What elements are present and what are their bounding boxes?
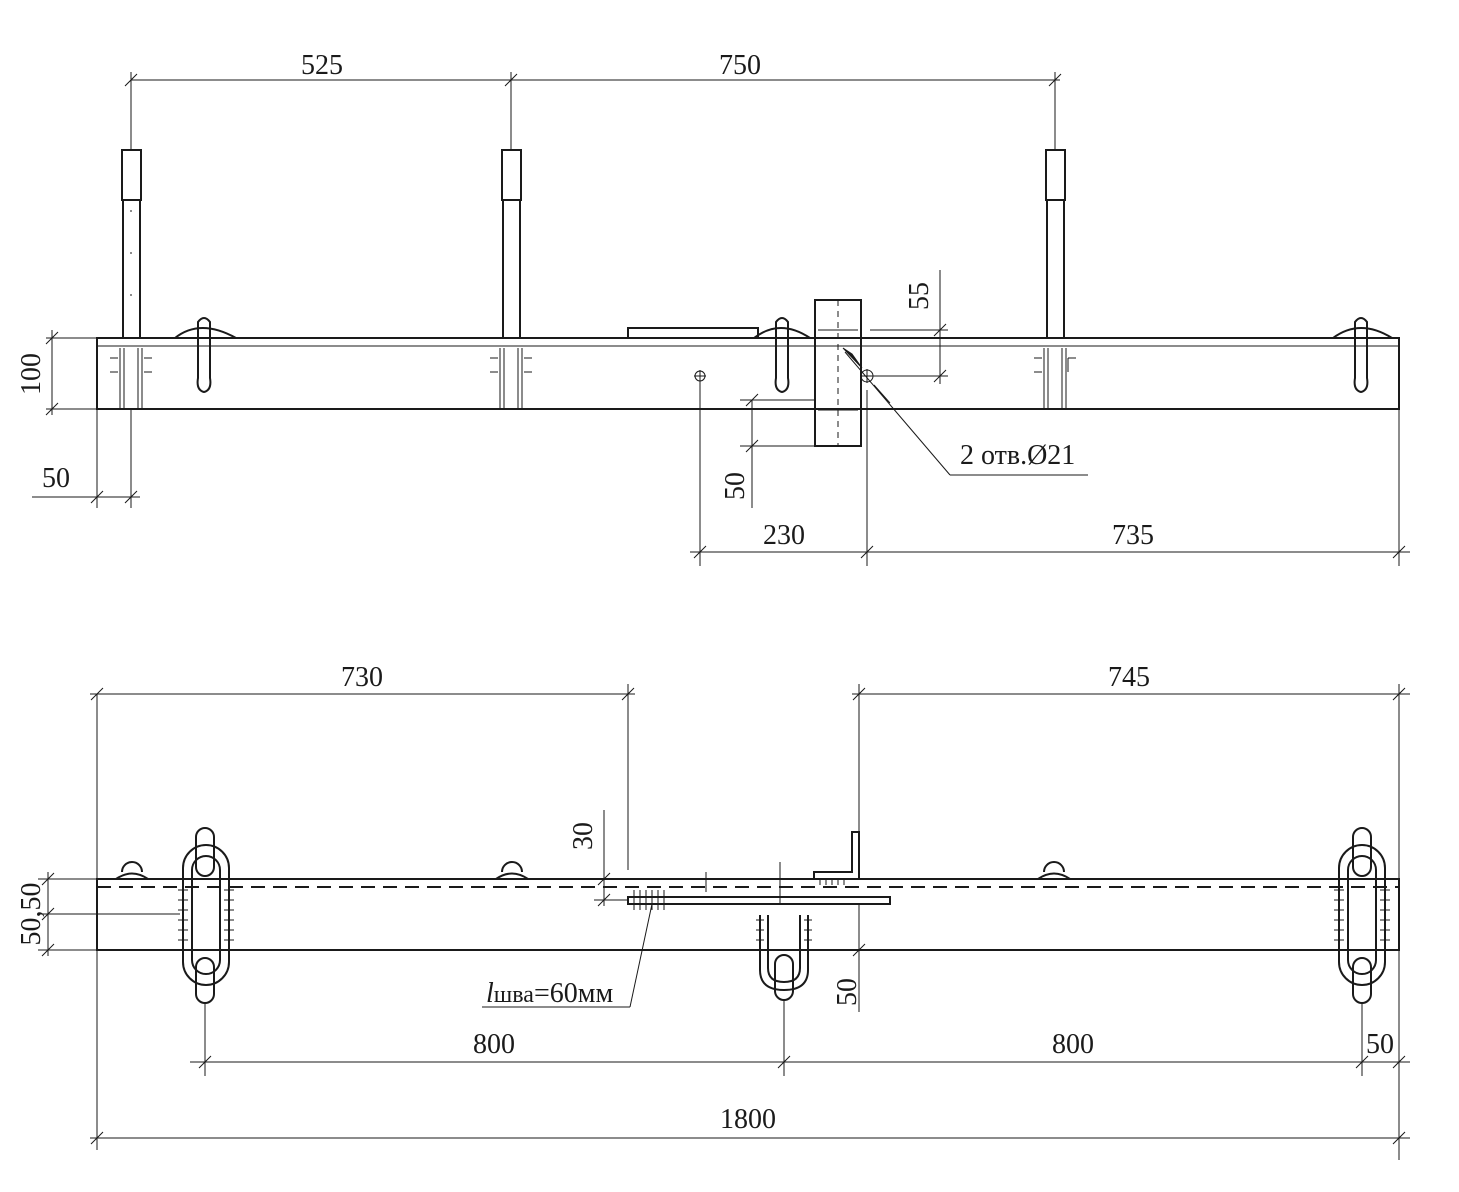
angle-bracket: [813, 831, 860, 879]
chain-right: [1334, 827, 1390, 1004]
rod-3: [1045, 130, 1066, 338]
rod-2: [501, 130, 522, 338]
dim-750: 750: [719, 50, 761, 81]
top-view: 525 750 100 50 55: [16, 50, 1410, 566]
dim-50-right: 50: [1366, 1029, 1394, 1060]
weld-note: lшва=60мм: [486, 978, 613, 1009]
ring-3: [1037, 861, 1071, 880]
bottom-view: 730 745 30 50,50 lшва=60мм: [16, 662, 1410, 1160]
dim-50-mid-bottom: 50: [832, 978, 863, 1006]
dim-1800: 1800: [720, 1104, 776, 1135]
dim-55: 55: [904, 282, 935, 310]
dim-100: 100: [16, 353, 47, 395]
top-beam: [96, 337, 1400, 410]
flat-bar: [627, 896, 891, 905]
dim-230: 230: [763, 520, 805, 551]
hook-1: [174, 317, 237, 394]
hook-3: [1332, 317, 1393, 394]
dim-745: 745: [1108, 662, 1150, 693]
rod-bases: [110, 348, 1076, 408]
dim-730: 730: [341, 662, 383, 693]
top-plate: [627, 327, 759, 339]
dim-525: 525: [301, 50, 343, 81]
hook-2: [753, 317, 811, 394]
dim-50-left: 50: [42, 463, 70, 494]
dim-50-mid: 50: [720, 472, 751, 500]
dim-800-left: 800: [473, 1029, 515, 1060]
dim-30: 30: [568, 822, 599, 850]
rod-1: [121, 130, 142, 338]
dim-800-right: 800: [1052, 1029, 1094, 1060]
dim-735: 735: [1112, 520, 1154, 551]
ring-2: [495, 861, 529, 880]
holes-note: 2 отв.Ø21: [960, 440, 1075, 471]
chain-left: [178, 827, 234, 1004]
central-shackle: [756, 915, 812, 1001]
bottom-beam: [96, 878, 1400, 951]
ring-1: [115, 861, 149, 880]
dim-50-50: 50,50: [16, 883, 47, 946]
